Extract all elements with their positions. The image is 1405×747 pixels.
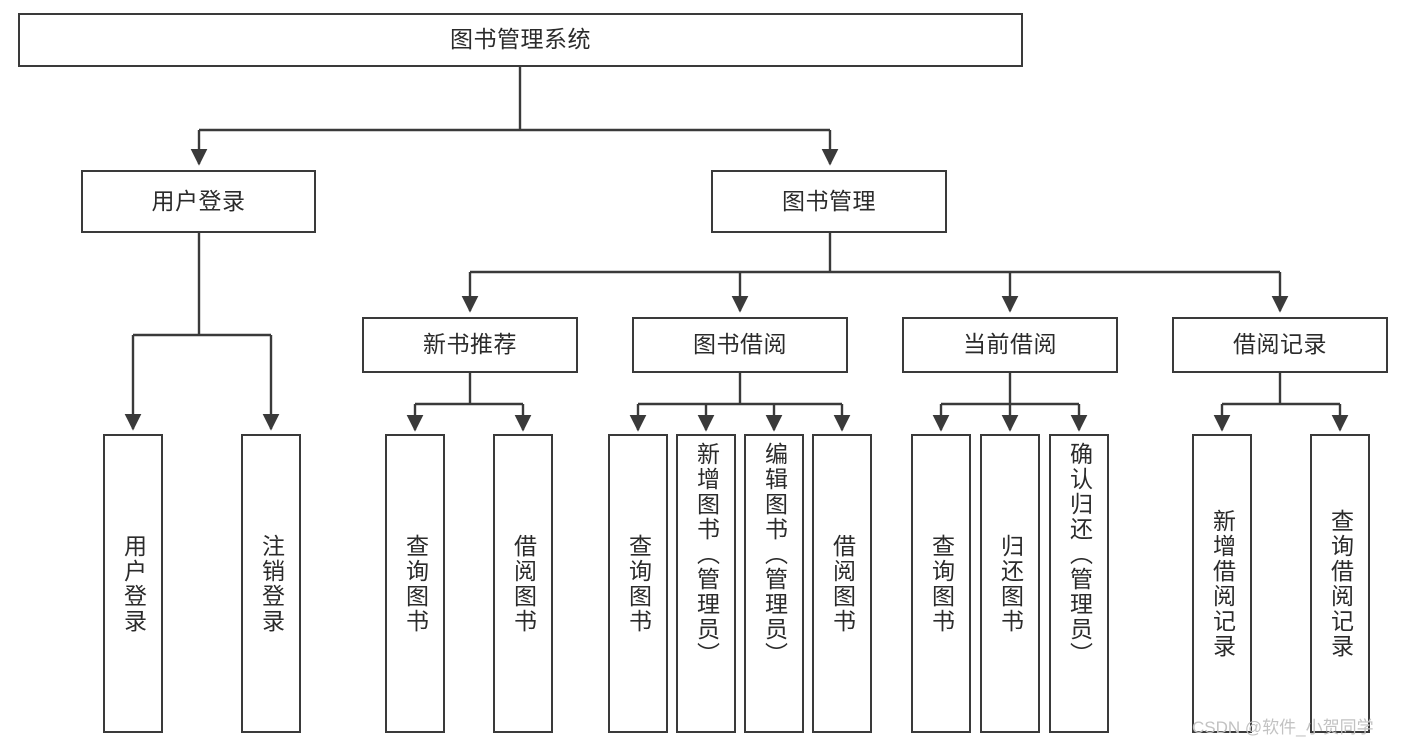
leaf-current-borrow-query-book[interactable]: 查询图书 bbox=[911, 434, 971, 733]
node-borrow-record[interactable]: 借阅记录 bbox=[1172, 317, 1388, 373]
leaf-current-borrow-confirm-return-admin[interactable]: 确认归还（管理员） bbox=[1049, 434, 1109, 733]
node-book-borrow[interactable]: 图书借阅 bbox=[632, 317, 848, 373]
node-label: 当前借阅 bbox=[963, 331, 1057, 358]
leaf-book-borrow-borrow-book[interactable]: 借阅图书 bbox=[812, 434, 872, 733]
node-label: 用户登录 bbox=[120, 533, 147, 634]
node-label: 图书借阅 bbox=[693, 331, 787, 358]
node-label: 借阅图书 bbox=[829, 533, 856, 634]
node-label: 图书管理系统 bbox=[450, 26, 591, 53]
node-root-book-management-system[interactable]: 图书管理系统 bbox=[18, 13, 1023, 67]
node-user-login[interactable]: 用户登录 bbox=[81, 170, 316, 233]
leaf-borrow-record-query-record[interactable]: 查询借阅记录 bbox=[1310, 434, 1370, 733]
node-label: 新书推荐 bbox=[423, 331, 517, 358]
node-label: 新增借阅记录 bbox=[1209, 508, 1236, 659]
leaf-user-login-logout[interactable]: 注销登录 bbox=[241, 434, 301, 733]
leaf-borrow-record-add-record[interactable]: 新增借阅记录 bbox=[1192, 434, 1252, 733]
leaf-book-borrow-query-book[interactable]: 查询图书 bbox=[608, 434, 668, 733]
node-label: 注销登录 bbox=[258, 533, 285, 634]
node-label: 新增图书（管理员） bbox=[693, 442, 720, 667]
node-label: 借阅记录 bbox=[1233, 331, 1327, 358]
leaf-current-borrow-return-book[interactable]: 归还图书 bbox=[980, 434, 1040, 733]
node-label: 图书管理 bbox=[782, 187, 876, 214]
node-label: 查询图书 bbox=[402, 533, 429, 634]
leaf-book-borrow-edit-book-admin[interactable]: 编辑图书（管理员） bbox=[744, 434, 804, 733]
leaf-user-login-login[interactable]: 用户登录 bbox=[103, 434, 163, 733]
node-label: 借阅图书 bbox=[510, 533, 537, 634]
node-label: 编辑图书（管理员） bbox=[761, 442, 788, 667]
node-label: 用户登录 bbox=[151, 187, 246, 214]
node-new-book-recommend[interactable]: 新书推荐 bbox=[362, 317, 578, 373]
node-label: 查询图书 bbox=[625, 533, 652, 634]
node-label: 归还图书 bbox=[997, 533, 1024, 634]
node-book-management[interactable]: 图书管理 bbox=[711, 170, 947, 233]
leaf-book-borrow-add-book-admin[interactable]: 新增图书（管理员） bbox=[676, 434, 736, 733]
leaf-new-book-borrow-book[interactable]: 借阅图书 bbox=[493, 434, 553, 733]
csdn-watermark: CSDN @软件_小贺同学 bbox=[1192, 718, 1374, 737]
node-current-borrow[interactable]: 当前借阅 bbox=[902, 317, 1118, 373]
node-label: 查询图书 bbox=[928, 533, 955, 634]
leaf-new-book-query-book[interactable]: 查询图书 bbox=[385, 434, 445, 733]
node-label: 确认归还（管理员） bbox=[1066, 442, 1093, 667]
node-label: 查询借阅记录 bbox=[1327, 508, 1354, 659]
